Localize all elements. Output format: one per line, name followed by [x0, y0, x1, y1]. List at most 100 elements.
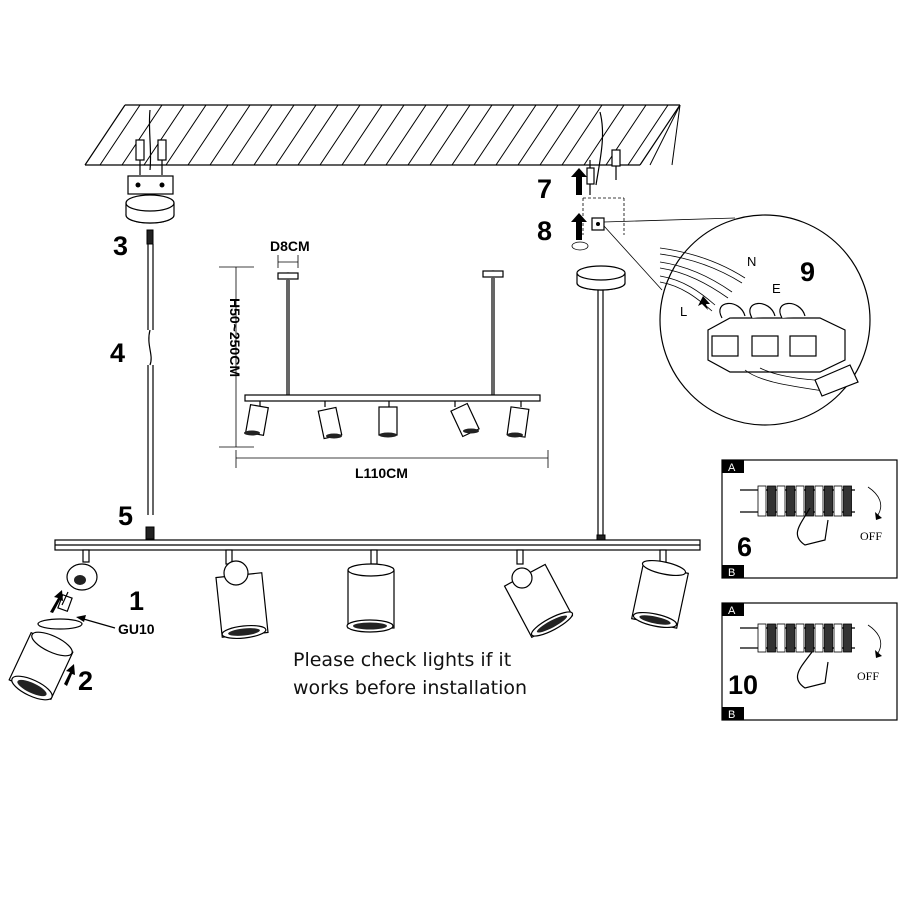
bulb-install-detail: [8, 563, 116, 701]
breaker-switch: [795, 623, 805, 653]
spotlight-head-3: [503, 549, 574, 639]
hatch-line: [495, 104, 537, 166]
step-4-number: 4: [110, 338, 125, 368]
hatch-line: [429, 104, 471, 166]
panel-top-tag-a: A: [728, 462, 736, 474]
live-label: L: [680, 304, 687, 319]
hatch-line: [363, 104, 405, 166]
hatch-line: [561, 104, 603, 166]
step-7-number: 7: [537, 174, 552, 204]
breaker-switch: [795, 485, 805, 517]
breaker-switch: [767, 623, 776, 653]
main-light-bar: [54, 539, 701, 551]
wiring-detail: N E L: [603, 214, 871, 426]
breaker-switch: [767, 485, 776, 517]
mini-spot-2: [317, 401, 343, 440]
panel-bottom-tag-b: B: [728, 709, 735, 721]
spotlight-head-1: [215, 549, 269, 639]
left-canopy-assembly: [125, 109, 175, 540]
step-8-number: 8: [537, 216, 552, 246]
step-numbers: 3 4 5 1 2 7 8 9 6 10: [78, 174, 815, 700]
hatch-line: [517, 104, 559, 166]
notice-line-1: Please check lights if it: [293, 649, 511, 671]
breaker-switch: [824, 485, 833, 517]
ceiling: [84, 104, 681, 166]
hatch-line: [407, 104, 449, 166]
earth-label: E: [772, 281, 781, 296]
breaker-switch: [776, 485, 786, 517]
wires: [659, 247, 746, 312]
gu10-label: GU10: [118, 621, 155, 637]
hatch-line: [231, 104, 273, 166]
breaker-switch: [786, 623, 795, 653]
hatch-line: [385, 104, 427, 166]
step-6-number: 6: [737, 532, 752, 562]
step-1-arrow: [50, 590, 63, 613]
breaker-switch: [814, 623, 824, 653]
breaker-switch: [833, 623, 843, 653]
breaker-switches: [757, 485, 852, 517]
hatch-line: [99, 104, 141, 166]
breaker-panel-top: A B OFF: [721, 459, 898, 579]
spotlight-housing: [8, 631, 74, 701]
breaker-panel-bottom: A B OFF: [721, 602, 898, 721]
step-2-number: 2: [78, 666, 93, 696]
step-2-arrow: [64, 664, 75, 686]
hatch-line: [671, 104, 681, 166]
panel-top-off: OFF: [860, 529, 882, 543]
breaker-switch: [786, 485, 795, 517]
step-8-arrow: [571, 213, 587, 240]
hatch-line: [187, 104, 229, 166]
mini-spot-5: [506, 401, 530, 438]
step-1-number: 1: [129, 586, 144, 616]
breaker-switch: [776, 623, 786, 653]
panel-top-tag-b: B: [728, 567, 735, 579]
spotlight-head-4: [630, 549, 690, 629]
spotlight-head-2: [346, 549, 395, 633]
step-10-number: 10: [728, 670, 758, 700]
hatch-line: [627, 104, 669, 166]
breaker-switches: [757, 623, 852, 653]
mini-spot-3: [378, 401, 398, 438]
breaker-switch: [757, 623, 767, 653]
installation-notice: Please check lights if it works before i…: [293, 649, 527, 699]
hatch-line: [165, 104, 207, 166]
step-5-number: 5: [118, 501, 133, 531]
mini-spot-4: [450, 401, 480, 438]
step-3-number: 3: [113, 231, 128, 261]
breaker-switch: [843, 623, 852, 653]
breaker-switch: [805, 623, 814, 653]
step-9-number: 9: [800, 257, 815, 287]
hatch-line: [297, 104, 339, 166]
hatch-line: [253, 104, 295, 166]
breaker-switch: [805, 485, 814, 517]
right-canopy-assembly: [571, 111, 626, 544]
neutral-label: N: [747, 254, 756, 269]
mini-spot-1: [244, 401, 269, 437]
hatch-line: [583, 104, 625, 166]
panel-bottom-off: OFF: [857, 669, 879, 683]
ceiling-hatching: [99, 104, 681, 166]
notice-line-2: works before installation: [293, 677, 527, 699]
hatch-line: [649, 104, 681, 166]
terminal-block: [707, 302, 859, 397]
step-7-arrow: [571, 168, 587, 195]
breaker-switch: [824, 623, 833, 653]
bar-bracket-stem: [82, 549, 90, 563]
hatch-line: [473, 104, 515, 166]
breaker-switch: [814, 485, 824, 517]
hatch-line: [539, 104, 581, 166]
breaker-switch: [757, 485, 767, 517]
hatch-line: [451, 104, 493, 166]
diameter-label: D8CM: [270, 238, 310, 254]
hatch-line: [341, 104, 383, 166]
dimension-drawing: D8CM H50~250CM L110CM: [219, 238, 549, 481]
breaker-switch: [833, 485, 843, 517]
hatch-line: [319, 104, 361, 166]
hatch-line: [121, 104, 163, 166]
leader-arrow: [76, 615, 116, 629]
hatch-line: [209, 104, 251, 166]
panel-bottom-tag-a: A: [728, 605, 736, 617]
breaker-switch: [843, 485, 852, 517]
